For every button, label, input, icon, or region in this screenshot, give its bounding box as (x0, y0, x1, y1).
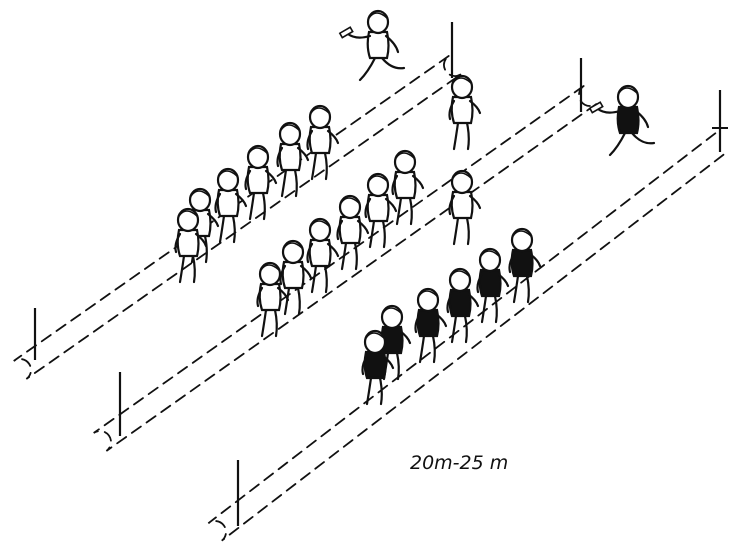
lane3-incoming-runner (590, 86, 654, 155)
runners-layer (176, 11, 655, 404)
lane1-incoming-runner (340, 11, 404, 80)
lane2-receiver-runner (450, 171, 481, 244)
lane3-waiting-runner-2 (478, 249, 509, 322)
lane3-waiting-runner-4 (416, 289, 447, 362)
lane3-waiting-runner-3 (448, 269, 479, 342)
lane2-waiting-runner-3 (366, 174, 397, 247)
lane3-waiting-runner-1 (510, 229, 541, 302)
lane1-waiting-runner-4 (216, 169, 247, 242)
distance-label: 20m-25 m (410, 452, 508, 474)
lane2-waiting-runner-5 (308, 219, 339, 292)
lane2-waiting-runner-1 (450, 76, 481, 149)
lane2-waiting-runner-6 (281, 241, 312, 314)
lane2-waiting-runner-2 (393, 151, 424, 224)
lane1-waiting-runner-1 (308, 106, 339, 179)
